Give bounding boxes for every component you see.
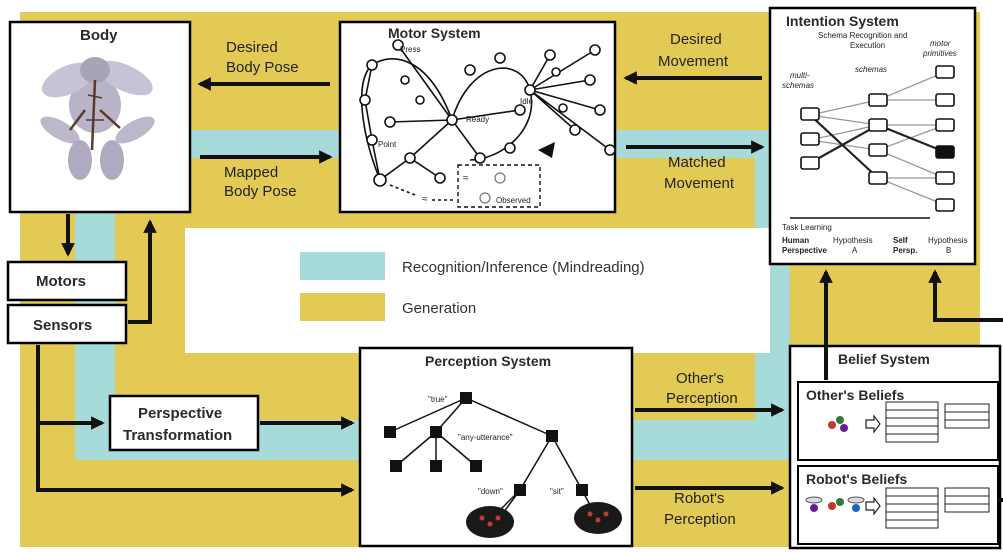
robots-beliefs-panel: Robot's Beliefs xyxy=(797,465,999,545)
diagram-center-area xyxy=(185,228,770,353)
arrow-sensors-to-body xyxy=(128,219,157,324)
motor-label-observed: Observed xyxy=(496,196,531,205)
sensors-module: Sensors xyxy=(6,303,128,345)
intention-human-2: Perspective xyxy=(782,246,827,255)
intention-hyp-b-2: B xyxy=(946,246,951,255)
motors-label: Motors xyxy=(36,273,86,290)
perception-tree: "true" "any-utterance" "down" "sit" xyxy=(384,392,622,538)
sensors-label: Sensors xyxy=(33,317,92,334)
intention-hyp-b-1: Hypothesis xyxy=(928,236,968,245)
motors-module: Motors xyxy=(6,260,128,302)
perception-label-down: "down" xyxy=(478,487,503,496)
intention-col-multi-2: schemas xyxy=(782,81,814,90)
legend: Recognition/Inference (Mindreading) Gene… xyxy=(300,252,645,321)
legend-label-recognition: Recognition/Inference (Mindreading) xyxy=(402,259,645,276)
perspective-transformation-module: Perspective Transformation xyxy=(108,394,260,452)
perspective-transformation-line1: Perspective xyxy=(138,405,222,422)
motor-label-press: Press xyxy=(400,45,420,54)
perception-label-true: "true" xyxy=(428,395,448,404)
label-desired-body-pose-1: Desired xyxy=(226,39,278,56)
body-title: Body xyxy=(80,27,118,44)
perspective-transformation-line2: Transformation xyxy=(123,427,232,444)
label-others-perception-1: Other's xyxy=(676,370,724,387)
others-beliefs-panel: Other's Beliefs xyxy=(797,381,999,461)
body-module: Body xyxy=(8,20,192,214)
motor-graph: Press Ready Idle Point ≈ ≈ Observed xyxy=(359,39,616,208)
perception-label-sit: "sit" xyxy=(550,487,564,496)
label-desired-movement-2: Movement xyxy=(658,53,729,70)
perception-label-any-utterance: "any-utterance" xyxy=(458,433,513,442)
robots-beliefs-title: Robot's Beliefs xyxy=(806,471,908,487)
perspective-transformation-box xyxy=(108,394,260,452)
intention-subtitle-1: Schema Recognition and xyxy=(818,31,907,40)
intention-task-learning: Task Learning xyxy=(782,223,832,232)
label-robots-perception-2: Perception xyxy=(664,511,736,528)
motor-label-idle: Idle xyxy=(520,97,533,106)
sensors-box xyxy=(6,303,128,345)
legend-swatch-recognition xyxy=(300,252,385,280)
intention-col-schemas: schemas xyxy=(855,65,887,74)
intention-self-1: Self xyxy=(893,236,908,245)
label-robots-perception-1: Robot's xyxy=(674,490,724,507)
intention-subtitle-2: Execution xyxy=(850,41,885,50)
belief-system-title: Belief System xyxy=(838,351,930,367)
arrow-sensors-to-perception xyxy=(36,420,355,497)
intention-system-module: Intention System Schema Recognition and … xyxy=(768,6,977,266)
legend-label-generation: Generation xyxy=(402,300,476,317)
label-matched-movement-2: Movement xyxy=(664,175,735,192)
label-desired-body-pose-2: Body Pose xyxy=(226,59,299,76)
motor-approx-1: ≈ xyxy=(463,173,469,184)
motor-label-ready: Ready xyxy=(466,115,489,124)
label-desired-movement-1: Desired xyxy=(670,31,722,48)
legend-swatch-generation xyxy=(300,293,385,321)
intention-human-1: Human xyxy=(782,236,809,245)
connection-arrows: Desired Body Pose Mapped Body Pose Desir… xyxy=(36,31,1003,528)
intention-col-motor-2: primitives xyxy=(922,49,957,58)
robot-figure-icon xyxy=(40,57,155,180)
schema-network xyxy=(800,65,955,212)
intention-col-multi-1: multi- xyxy=(790,71,810,80)
intention-col-motor-1: motor xyxy=(930,39,951,48)
motor-system-module: Motor System Press xyxy=(338,20,617,214)
motor-observed-box xyxy=(457,164,541,208)
label-mapped-body-pose-1: Mapped xyxy=(224,164,278,181)
intention-hyp-a-1: Hypothesis xyxy=(833,236,873,245)
intention-hyp-a-2: A xyxy=(852,246,858,255)
belief-system-module: Belief System Other's Beliefs Robot's Be… xyxy=(788,344,1002,550)
perception-system-module: Perception System xyxy=(358,346,634,548)
motor-approx-2: ≈ xyxy=(422,194,428,205)
motors-box xyxy=(6,260,128,302)
label-mapped-body-pose-2: Body Pose xyxy=(224,183,297,200)
perception-system-title: Perception System xyxy=(425,353,551,369)
motor-system-title: Motor System xyxy=(388,25,481,41)
motor-label-point: Point xyxy=(378,140,397,149)
others-beliefs-title: Other's Beliefs xyxy=(806,387,904,403)
intention-system-title: Intention System xyxy=(786,13,899,29)
arrow-return-to-intention xyxy=(928,269,1003,322)
label-others-perception-2: Perception xyxy=(666,390,738,407)
intention-self-2: Persp. xyxy=(893,246,917,255)
label-matched-movement-1: Matched xyxy=(668,154,726,171)
